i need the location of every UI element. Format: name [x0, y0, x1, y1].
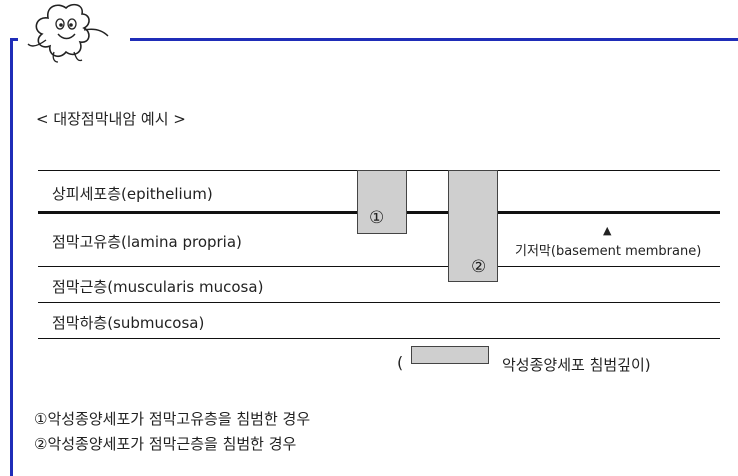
invasion-box-2	[448, 170, 498, 282]
layer-line-submucosa-bottom	[38, 338, 720, 339]
layer-label-lamina-propria: 점막고유층(lamina propria)	[52, 233, 242, 251]
frame-left-border	[10, 38, 13, 476]
layer-line-muscularis-top	[38, 266, 720, 267]
frame-top-border	[10, 38, 738, 41]
invasion-box-1	[357, 170, 407, 234]
diagram-heading: < 대장점막내암 예시 >	[36, 110, 186, 128]
layer-label-muscularis-mucosa: 점막근층(muscularis mucosa)	[52, 278, 264, 296]
note-1: ①악성종양세포가 점막고유층을 침범한 경우	[34, 410, 311, 428]
invasion-marker-1: ①	[369, 208, 385, 228]
invasion-marker-2: ②	[471, 257, 487, 277]
legend-open-paren: (	[397, 353, 404, 372]
legend-swatch	[411, 346, 489, 364]
layer-label-epithelium: 상피세포층(epithelium)	[52, 185, 213, 203]
note-2: ②악성종양세포가 점막근층을 침범한 경우	[34, 435, 297, 453]
layer-label-submucosa: 점막하층(submucosa)	[52, 314, 205, 332]
legend-text: 악성종양세포 침범깊이)	[502, 356, 651, 374]
basement-membrane-label: 기저막(basement membrane)	[515, 244, 702, 259]
basement-arrow-icon: ▲	[603, 224, 612, 237]
cartoon-mascot-icon	[18, 0, 130, 66]
layer-line-muscularis-bottom	[38, 302, 720, 303]
